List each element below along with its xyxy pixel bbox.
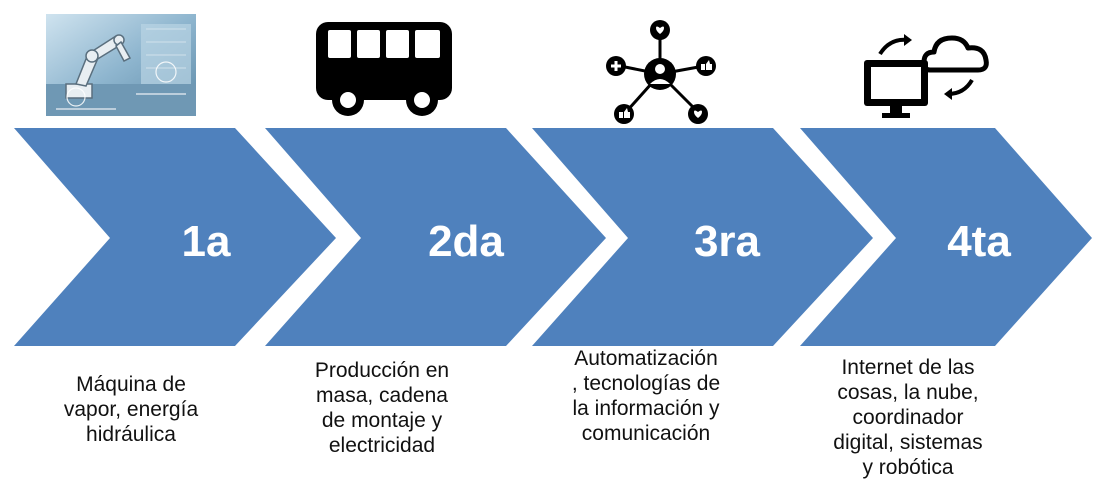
- chevron-label-2: 2da: [428, 217, 504, 266]
- chevron-stage-1: [14, 128, 336, 346]
- social-network-icon: [606, 20, 716, 124]
- chevron-stage-3: [532, 128, 873, 346]
- cloud-computer-sync-icon: [864, 34, 989, 118]
- chevron-stage-2: [265, 128, 606, 346]
- stage-description-1: Máquina de vapor, energía hidráulica: [63, 373, 199, 446]
- chevron-label-3: 3ra: [694, 217, 761, 266]
- chevron-label-1: 1a: [182, 217, 231, 266]
- bus-icon: [316, 22, 452, 116]
- industrial-robot-photo-icon: [46, 14, 196, 116]
- stage-description-3: Automatización , tecnologías de la infor…: [571, 347, 721, 445]
- stage-description-2: Producción en masa, cadena de montaje y …: [314, 359, 450, 457]
- chevron-label-4: 4ta: [947, 217, 1011, 266]
- chevron-stage-4: [800, 128, 1092, 346]
- stage-description-4: Internet de las cosas, la nube, coordina…: [833, 356, 983, 479]
